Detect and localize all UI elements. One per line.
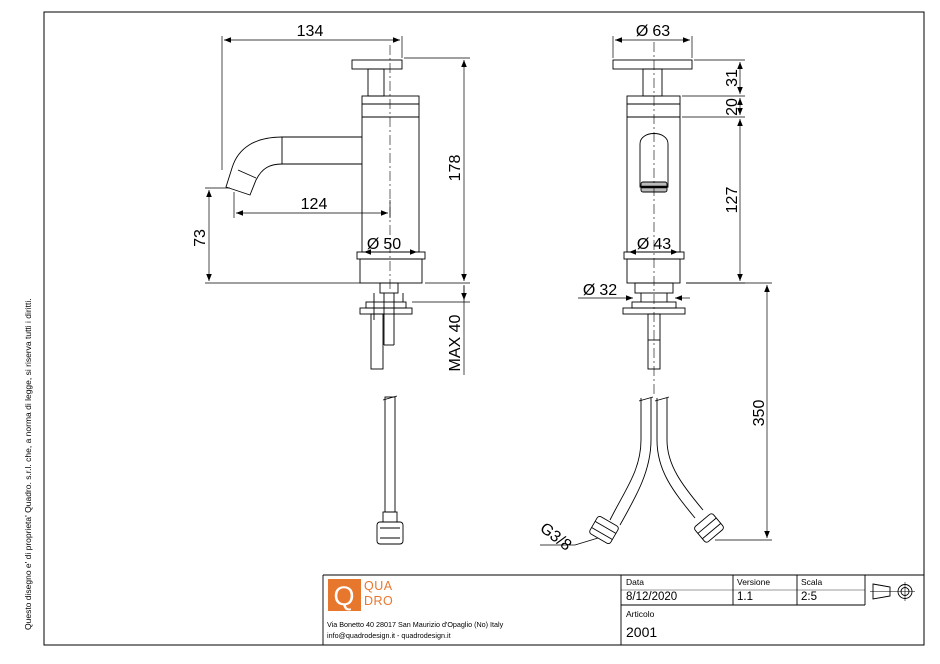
front-view-dimensions (540, 36, 772, 546)
sheet-border (43, 11, 925, 646)
title-block-lines (322, 574, 924, 645)
front-handle-stem (642, 68, 663, 97)
side-handle-stem (367, 68, 385, 97)
dim-max-thickness: MAX 40 (447, 314, 464, 371)
dim-side-width: 134 (297, 23, 324, 40)
dim-connector-thread: G3/8 (537, 520, 575, 555)
articolo-label: Articolo (626, 609, 655, 619)
front-hose-right (656, 398, 696, 519)
front-hose-nut-left (589, 515, 619, 545)
side-handle-cap (351, 59, 403, 70)
dim-spout-reach: 124 (301, 196, 328, 213)
side-body (361, 95, 420, 253)
front-body (626, 95, 681, 253)
dim-ring-height: 20 (724, 98, 741, 116)
address-line-1: Via Bonetto 40 28017 San Maurizio d'Opag… (327, 620, 504, 629)
scala-value: 2:5 (801, 591, 817, 603)
side-mount-plate (359, 307, 413, 315)
front-hose-left (609, 398, 642, 521)
dim-spout-height: 73 (192, 229, 209, 247)
side-view (225, 45, 426, 545)
logo-text-line2: DRO (364, 594, 394, 608)
front-handle-cap (612, 59, 693, 70)
address-line-2: info@quadrodesign.it - quadrodesign.it (327, 631, 451, 640)
logo-text-line1: QUA (364, 579, 393, 593)
logo-square (328, 579, 361, 611)
articolo-value: 2001 (626, 624, 658, 640)
dim-total-height: 178 (447, 155, 464, 182)
versione-value: 1.1 (737, 591, 753, 603)
side-base (356, 251, 426, 260)
front-hose-nut-right (694, 513, 724, 543)
side-spout (225, 136, 362, 196)
side-view-dimensions (205, 36, 470, 375)
versione-label: Versione (737, 577, 771, 587)
logo-letter: Q (333, 581, 354, 611)
front-spout-slot (639, 133, 669, 188)
data-value: 8/12/2020 (626, 591, 678, 603)
first-angle-projection-icon (870, 582, 915, 601)
dim-handle-height: 31 (724, 69, 741, 87)
copyright-note: Questo disegno e' di proprieta' Quadro. … (23, 298, 33, 630)
dim-body-height: 127 (724, 187, 741, 214)
data-label: Data (626, 577, 644, 587)
scala-label: Scala (801, 577, 823, 587)
side-hose (384, 396, 396, 513)
side-hose-nut (376, 521, 404, 545)
dim-hose-length: 350 (751, 400, 768, 427)
